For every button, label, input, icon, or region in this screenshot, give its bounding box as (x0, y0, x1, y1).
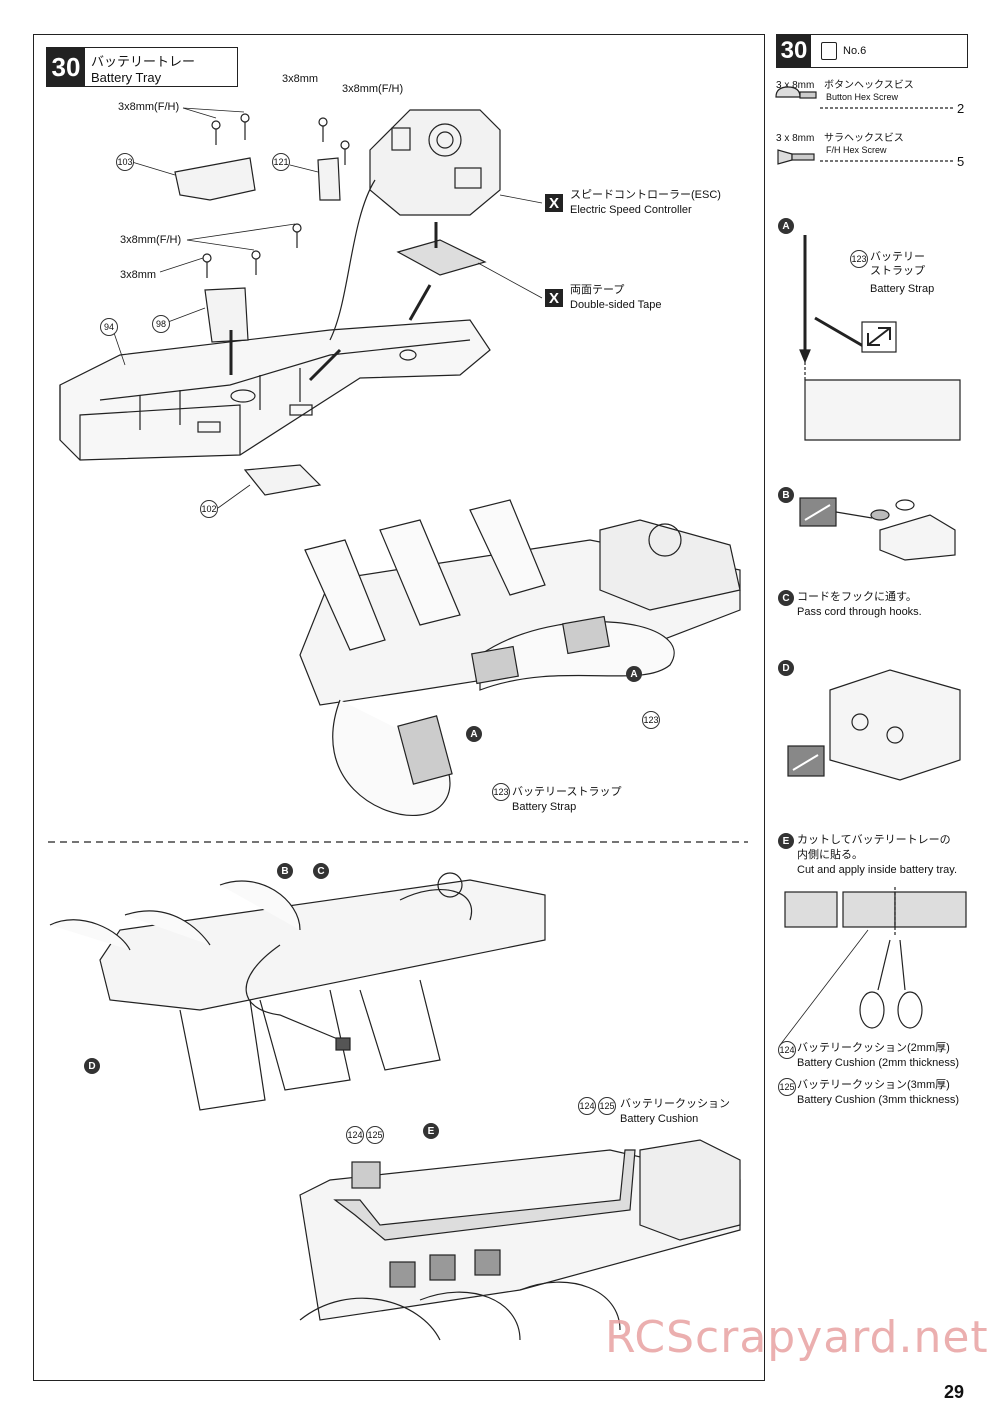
tape-label-en: Double-sided Tape (570, 299, 662, 311)
fh-hex-screw-icon (777, 149, 953, 165)
esc-label-jp: スピードコントローラー(ESC) (570, 189, 721, 201)
side-marker-e: E (778, 833, 794, 849)
cushion-label-jp: バッテリークッション (620, 1098, 730, 1110)
esc-x-mark: X (545, 194, 563, 212)
leader-lines (111, 107, 543, 509)
detail-e-cut (779, 887, 967, 1046)
side-marker-b: B (778, 487, 794, 503)
part-102: 102 (200, 500, 218, 518)
side-e-jp1: カットしてバッテリートレーの (797, 834, 951, 846)
side-a-strap-en: Battery Strap (870, 283, 935, 295)
tape-label-jp: 両面テープ (570, 284, 625, 296)
battery-tray-with-straps (299, 499, 741, 817)
side-c-jp: コードをフックに通す。 (797, 591, 917, 603)
marker-c: C (313, 863, 329, 879)
step-title-en: Battery Tray (91, 70, 162, 85)
screw-label-buttonhex-1: 3x8mm (282, 73, 319, 85)
watermark: RCScrapyard.net (605, 1312, 989, 1363)
side-marker-a: A (778, 218, 794, 234)
battery-tray-bottom-view (49, 872, 546, 1111)
marker-e: E (423, 1123, 439, 1139)
detail-b-post (799, 497, 956, 561)
page-number: 29 (943, 1382, 964, 1402)
side-part-124: 124 (778, 1041, 796, 1059)
strap-label-en: Battery Strap (512, 801, 577, 813)
part1-size: 3 x 8mm (776, 80, 815, 91)
screw-label-fh-2: 3x8mm(F/H) (342, 83, 404, 95)
cushion2-jp: バッテリークッション(2mm厚) (797, 1042, 950, 1054)
part2-name-en: F/H Hex Screw (826, 145, 887, 155)
screw-label-fh-1: 3x8mm(F/H) (118, 101, 180, 113)
side-a-strap-jp: バッテリー ストラップ (870, 251, 925, 277)
bracket-98 (204, 287, 249, 343)
screw-label-fh-3: 3x8mm(F/H) (120, 234, 182, 246)
bag-label: No.6 (843, 45, 867, 57)
cushion3-en: Battery Cushion (3mm thickness) (797, 1094, 959, 1106)
marker-b: B (277, 863, 293, 879)
side-part-123: 123 (850, 250, 868, 268)
marker-a-1: A (626, 666, 642, 682)
side-marker-c: C (778, 590, 794, 606)
side-e-en: Cut and apply inside battery tray. (797, 864, 957, 876)
side-e-jp2: 内側に貼る。 (797, 849, 863, 861)
side-marker-d: D (778, 660, 794, 676)
parts-header: 30 No.6 (776, 34, 968, 68)
side-part-125: 125 (778, 1078, 796, 1096)
tape-x-mark: X (545, 289, 563, 307)
double-sided-tape-drawing (396, 239, 487, 276)
part-98: 98 (152, 315, 170, 333)
battery-tray-drawing-top (59, 319, 491, 461)
battery-holder-103 (174, 157, 256, 201)
part-103: 103 (116, 153, 134, 171)
mount-121 (317, 157, 341, 201)
main-panel (33, 34, 765, 1381)
part-125-right: 125 (598, 1097, 616, 1115)
cushion3-jp: バッテリークッション(3mm厚) (797, 1079, 950, 1091)
step-header: 30 バッテリートレー Battery Tray (46, 47, 238, 87)
part-124-left: 124 (346, 1126, 364, 1144)
part-121: 121 (272, 153, 290, 171)
cushion2-en: Battery Cushion (2mm thickness) (797, 1057, 959, 1069)
step-number: 30 (47, 48, 85, 86)
assembly-arrows (229, 222, 438, 382)
part2-name-jp: サラヘックスビス (824, 133, 904, 144)
part1-name-jp: ボタンヘックスビス (824, 80, 914, 91)
part-123-a: 123 (642, 711, 660, 729)
screws-top (202, 113, 350, 278)
part-125-left: 125 (366, 1126, 384, 1144)
parts-step-number: 30 (777, 35, 811, 67)
side-c-en: Pass cord through hooks. (797, 606, 922, 618)
screw-label-buttonhex-2: 3x8mm (120, 269, 157, 281)
detail-d-hooks (787, 669, 961, 781)
part-123-strap: 123 (492, 783, 510, 801)
plate-102 (243, 464, 322, 496)
strap-label-jp: バッテリーストラップ (512, 786, 622, 798)
button-hex-screw-icon (775, 86, 953, 109)
battery-tray-cushion-view (299, 1139, 741, 1341)
part-94: 94 (100, 318, 118, 336)
esc-drawing (329, 109, 501, 341)
part2-qty: 5 (957, 154, 965, 169)
cushion-label-en: Battery Cushion (620, 1113, 699, 1125)
part1-qty: 2 (957, 101, 965, 116)
step-title-jp: バッテリートレー (91, 54, 196, 69)
marker-a-2: A (466, 726, 482, 742)
part2-size: 3 x 8mm (776, 133, 815, 144)
esc-label-en: Electric Speed Controller (570, 204, 692, 216)
marker-d: D (84, 1058, 100, 1074)
part1-name-en: Button Hex Screw (826, 92, 899, 102)
bag-icon (821, 42, 837, 60)
detail-a-strap (799, 235, 961, 441)
part-124-right: 124 (578, 1097, 596, 1115)
